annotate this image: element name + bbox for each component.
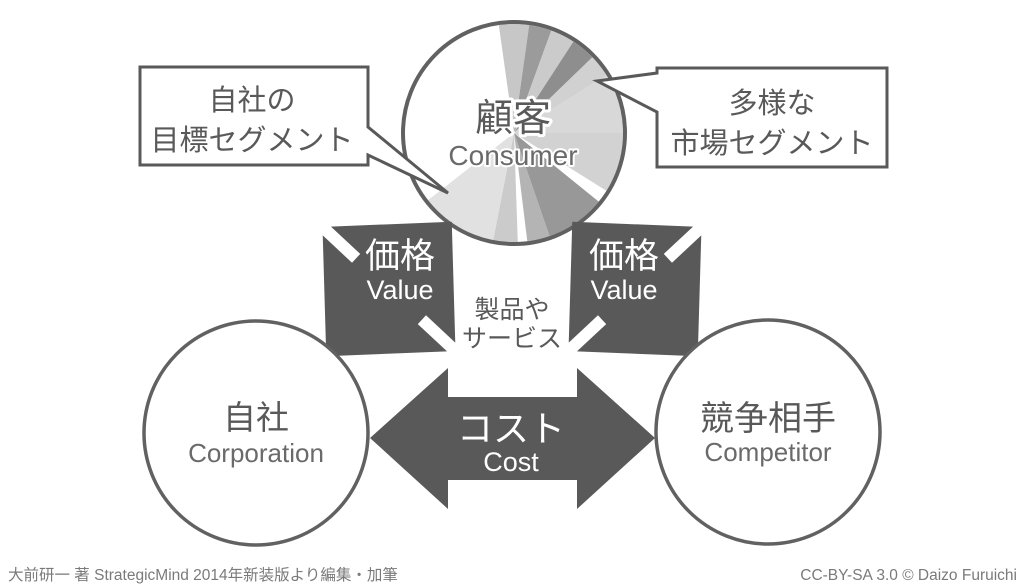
value-left-label: 価格 <box>365 237 435 276</box>
cost-sublabel: Cost <box>483 447 539 477</box>
products-note-line2: サービス <box>462 325 562 353</box>
value-arrow-left-shape <box>322 221 456 357</box>
competitor-circle <box>654 318 882 546</box>
pie-segment <box>493 133 518 242</box>
left-callout-line1: 自社の <box>208 84 295 117</box>
pie-segment <box>514 57 607 133</box>
value-right-sublabel: Value <box>590 275 657 305</box>
left-callout-line2: 目標セグメント <box>150 124 353 157</box>
corporation-circle <box>142 319 370 547</box>
cost-arrow <box>370 368 655 509</box>
corporation-title: 自社 <box>223 399 289 436</box>
value-arrow-right <box>568 221 702 357</box>
competitor-subtitle: Competitor <box>704 437 831 467</box>
cost-label: コスト <box>457 408 565 449</box>
value-arrow-left <box>322 221 456 357</box>
corporation-subtitle: Corporation <box>188 438 324 468</box>
value-left-sublabel: Value <box>366 275 433 305</box>
pie-slices <box>428 24 623 242</box>
pie-segment <box>514 75 623 133</box>
right-callout-line2: 市場セグメント <box>670 127 873 160</box>
pie-segment <box>514 133 550 242</box>
pie-segment <box>514 30 574 134</box>
pie-segment <box>514 41 593 133</box>
footer-credit-left: 大前研一 著 StrategicMind 2014年新装版より編集・加筆 <box>8 566 398 584</box>
right-callout-line1: 多様な <box>728 87 815 120</box>
footer-credit-right: CC-BY-SA 3.0 © Daizo Furuichi <box>800 567 1017 584</box>
pie-segment <box>428 133 514 240</box>
consumer-subtitle: Consumer <box>448 140 577 171</box>
consumer-circle-outline <box>401 20 627 246</box>
pie-segment <box>514 133 599 237</box>
left-callout-bubble <box>138 65 449 195</box>
products-note-line1: 製品や <box>474 296 549 324</box>
pie-segment <box>514 133 623 191</box>
value-right-label: 価格 <box>589 237 659 276</box>
consumer-pie-group <box>401 20 627 246</box>
pie-segment <box>514 25 552 134</box>
right-callout-bubble <box>592 66 889 169</box>
pie-segment <box>498 24 530 133</box>
competitor-title: 競争相手 <box>700 400 836 438</box>
consumer-title: 顧客 <box>475 98 551 140</box>
value-arrow-right-shape <box>568 221 702 357</box>
